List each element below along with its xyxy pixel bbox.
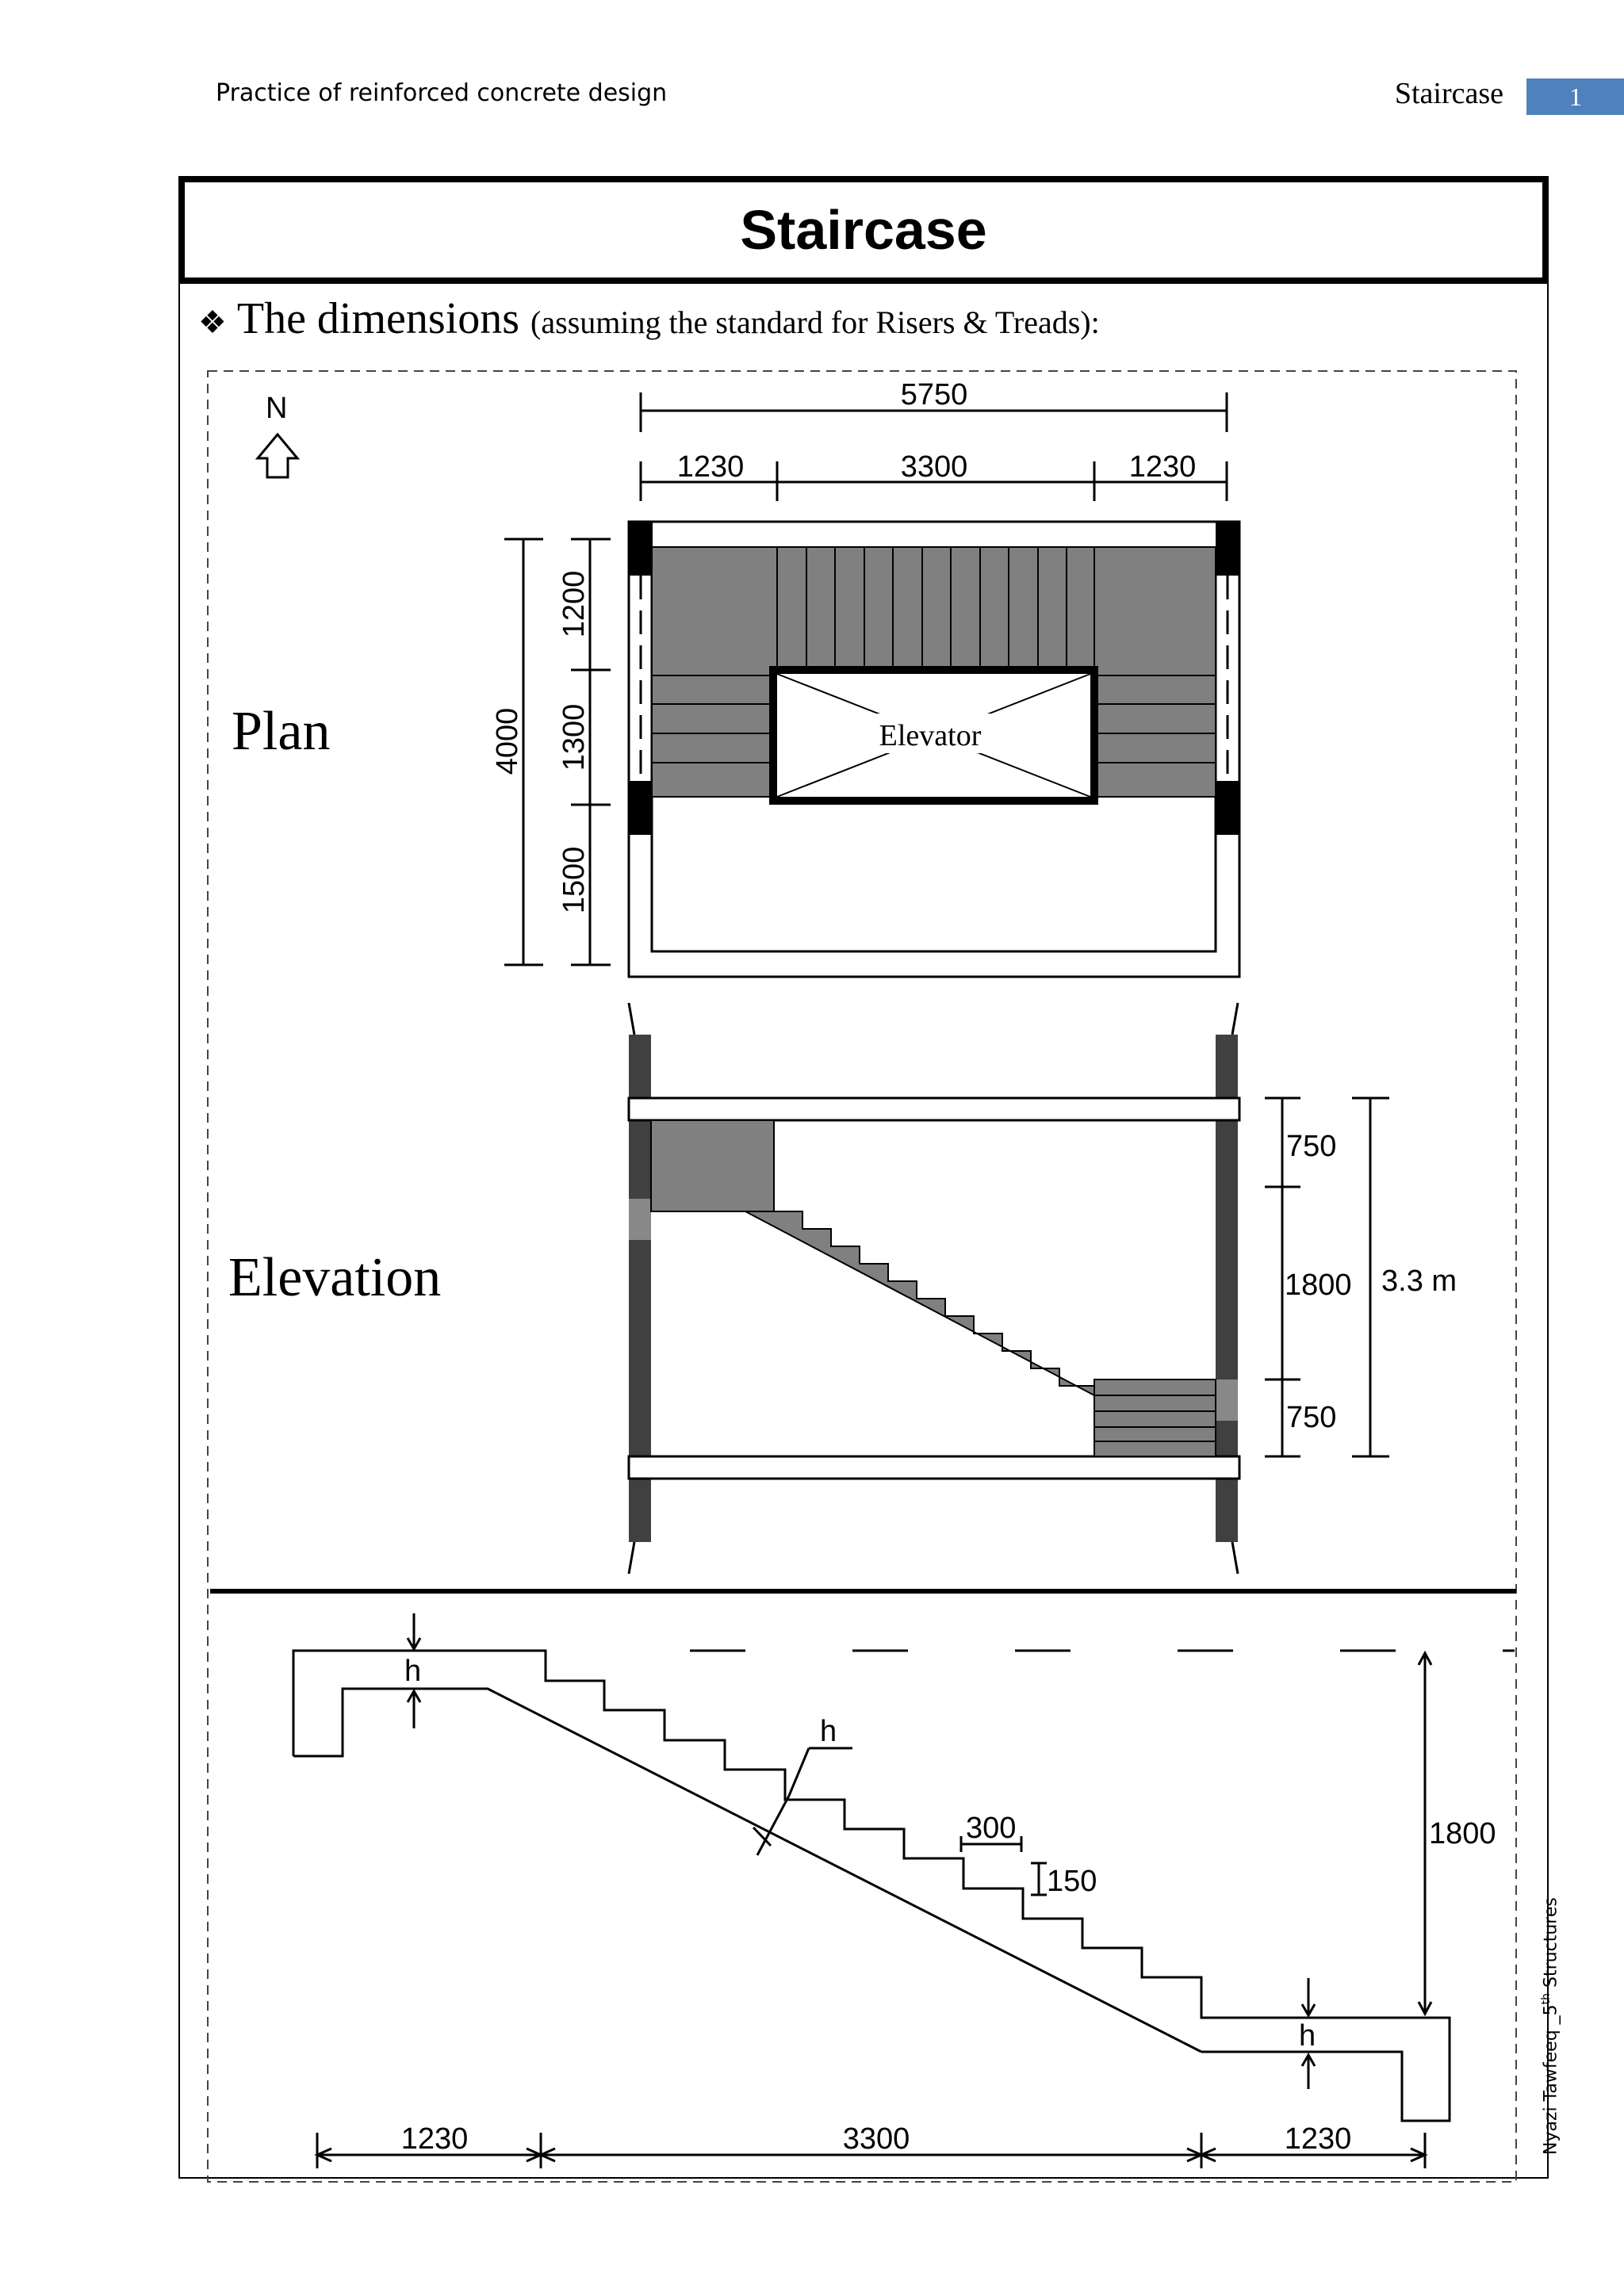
elevation-height-1: 750 [1286,1130,1336,1163]
plan-width-3: 1230 [1129,450,1197,484]
section-view [292,1613,1515,2168]
header-doc-title: Practice of reinforced concrete design [216,79,668,107]
plan-total-width: 5750 [901,378,968,411]
elevation-height-3: 750 [1286,1401,1336,1434]
plan-depth-3: 1500 [557,847,591,914]
h-label-bottom: h [1299,2019,1316,2053]
plan-label: Plan [232,701,330,762]
author-tail: Structures [1541,1897,1561,1993]
elevation-total-height: 3.3 m [1381,1265,1457,1298]
span-label-2: 3300 [843,2122,910,2156]
tread-label: 300 [966,1812,1016,1845]
h-label-top: h [404,1655,421,1688]
rise-label: 1800 [1429,1817,1496,1850]
plan-width-2: 3300 [901,450,968,484]
elevation-height-2: 1800 [1285,1269,1352,1302]
plan-total-depth: 4000 [491,708,524,775]
header-section-title: Staircase [1394,77,1503,110]
plan-depth-2: 1300 [557,704,591,771]
author-name: Nyazi Tawfeeq _5 [1541,2004,1561,2155]
north-arrow-icon [255,432,301,479]
elevation-view: Elevation [228,1002,1457,1575]
plan-depth-1: 1200 [557,571,591,638]
span-label-3: 1230 [1285,2122,1352,2156]
drawing-border [207,370,1517,2183]
section-labels: h h h 300 150 1800 1230 3300 1230 [401,1655,1496,2156]
plan-view: N Plan 5750 1230 3300 1230 [232,378,1241,978]
elevation-label: Elevation [228,1247,441,1308]
heading-note: (assuming the standard for Risers & Trea… [530,304,1100,340]
page-number: 1 [1526,78,1624,115]
heading-main: The dimensions [236,294,520,343]
section-heading: ❖ The dimensions (assuming the standard … [198,293,1100,344]
riser-label: 150 [1047,1865,1097,1898]
page-title: Staircase [178,176,1549,284]
north-label: N [266,392,287,425]
plan-width-1: 1230 [677,450,745,484]
author-footer: Nyazi Tawfeeq _5th Structures [1540,1897,1561,2155]
bullet-icon: ❖ [198,304,227,340]
h-label-slab: h [820,1715,837,1748]
span-label-1: 1230 [401,2122,469,2156]
elevator-label: Elevator [879,719,982,752]
author-sup: th [1540,1992,1553,2005]
